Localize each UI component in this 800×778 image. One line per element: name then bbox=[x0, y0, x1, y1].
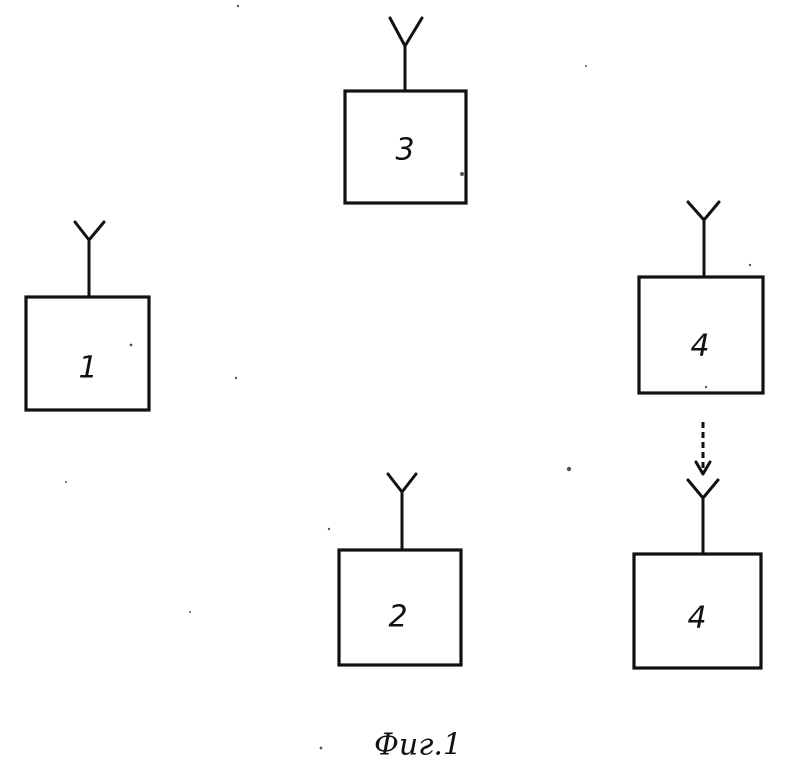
block-1: 1 bbox=[26, 222, 149, 410]
antenna-icon bbox=[688, 202, 719, 276]
link-4a-4b bbox=[696, 422, 710, 474]
block-3-label: 3 bbox=[395, 133, 414, 168]
block-3: 3 bbox=[345, 18, 466, 203]
block-4a-label: 4 bbox=[690, 329, 709, 364]
block-4b-label: 4 bbox=[687, 601, 706, 636]
antenna-icon bbox=[688, 480, 718, 553]
block-2: 2 bbox=[339, 474, 461, 665]
block-4a: 4 bbox=[639, 202, 763, 393]
antenna-icon bbox=[75, 222, 104, 296]
block-1-label: 1 bbox=[78, 351, 97, 386]
antenna-icon bbox=[390, 18, 422, 90]
block-2-label: 2 bbox=[388, 600, 407, 635]
figure-caption: Фиг.1 bbox=[374, 728, 462, 763]
antenna-icon bbox=[388, 474, 416, 549]
block-4b: 4 bbox=[634, 480, 761, 668]
